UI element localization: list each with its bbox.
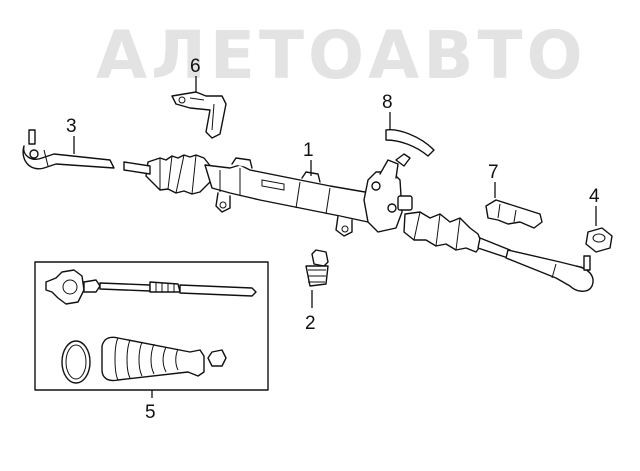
callout-leaders xyxy=(73,76,597,398)
callout-3: 3 xyxy=(66,116,77,137)
retaining-clip xyxy=(485,199,543,229)
hex-nut xyxy=(585,227,613,253)
left-tie-rod-end xyxy=(22,129,115,170)
callout-2: 2 xyxy=(305,313,316,334)
heat-shield xyxy=(385,129,435,157)
callout-6: 6 xyxy=(190,56,201,77)
inner-tie-rod-kit xyxy=(34,261,269,391)
callout-5: 5 xyxy=(145,402,156,423)
steering-rack-assembly xyxy=(123,153,511,259)
callout-7: 7 xyxy=(488,162,499,183)
callout-8: 8 xyxy=(382,92,393,113)
watermark-logo: АЛЕТОАВТО xyxy=(96,17,587,94)
callout-1: 1 xyxy=(303,140,314,161)
callout-4: 4 xyxy=(589,186,600,207)
mounting-bracket xyxy=(171,91,227,139)
mounting-bolt xyxy=(305,249,329,287)
right-tie-rod-end xyxy=(505,249,594,292)
